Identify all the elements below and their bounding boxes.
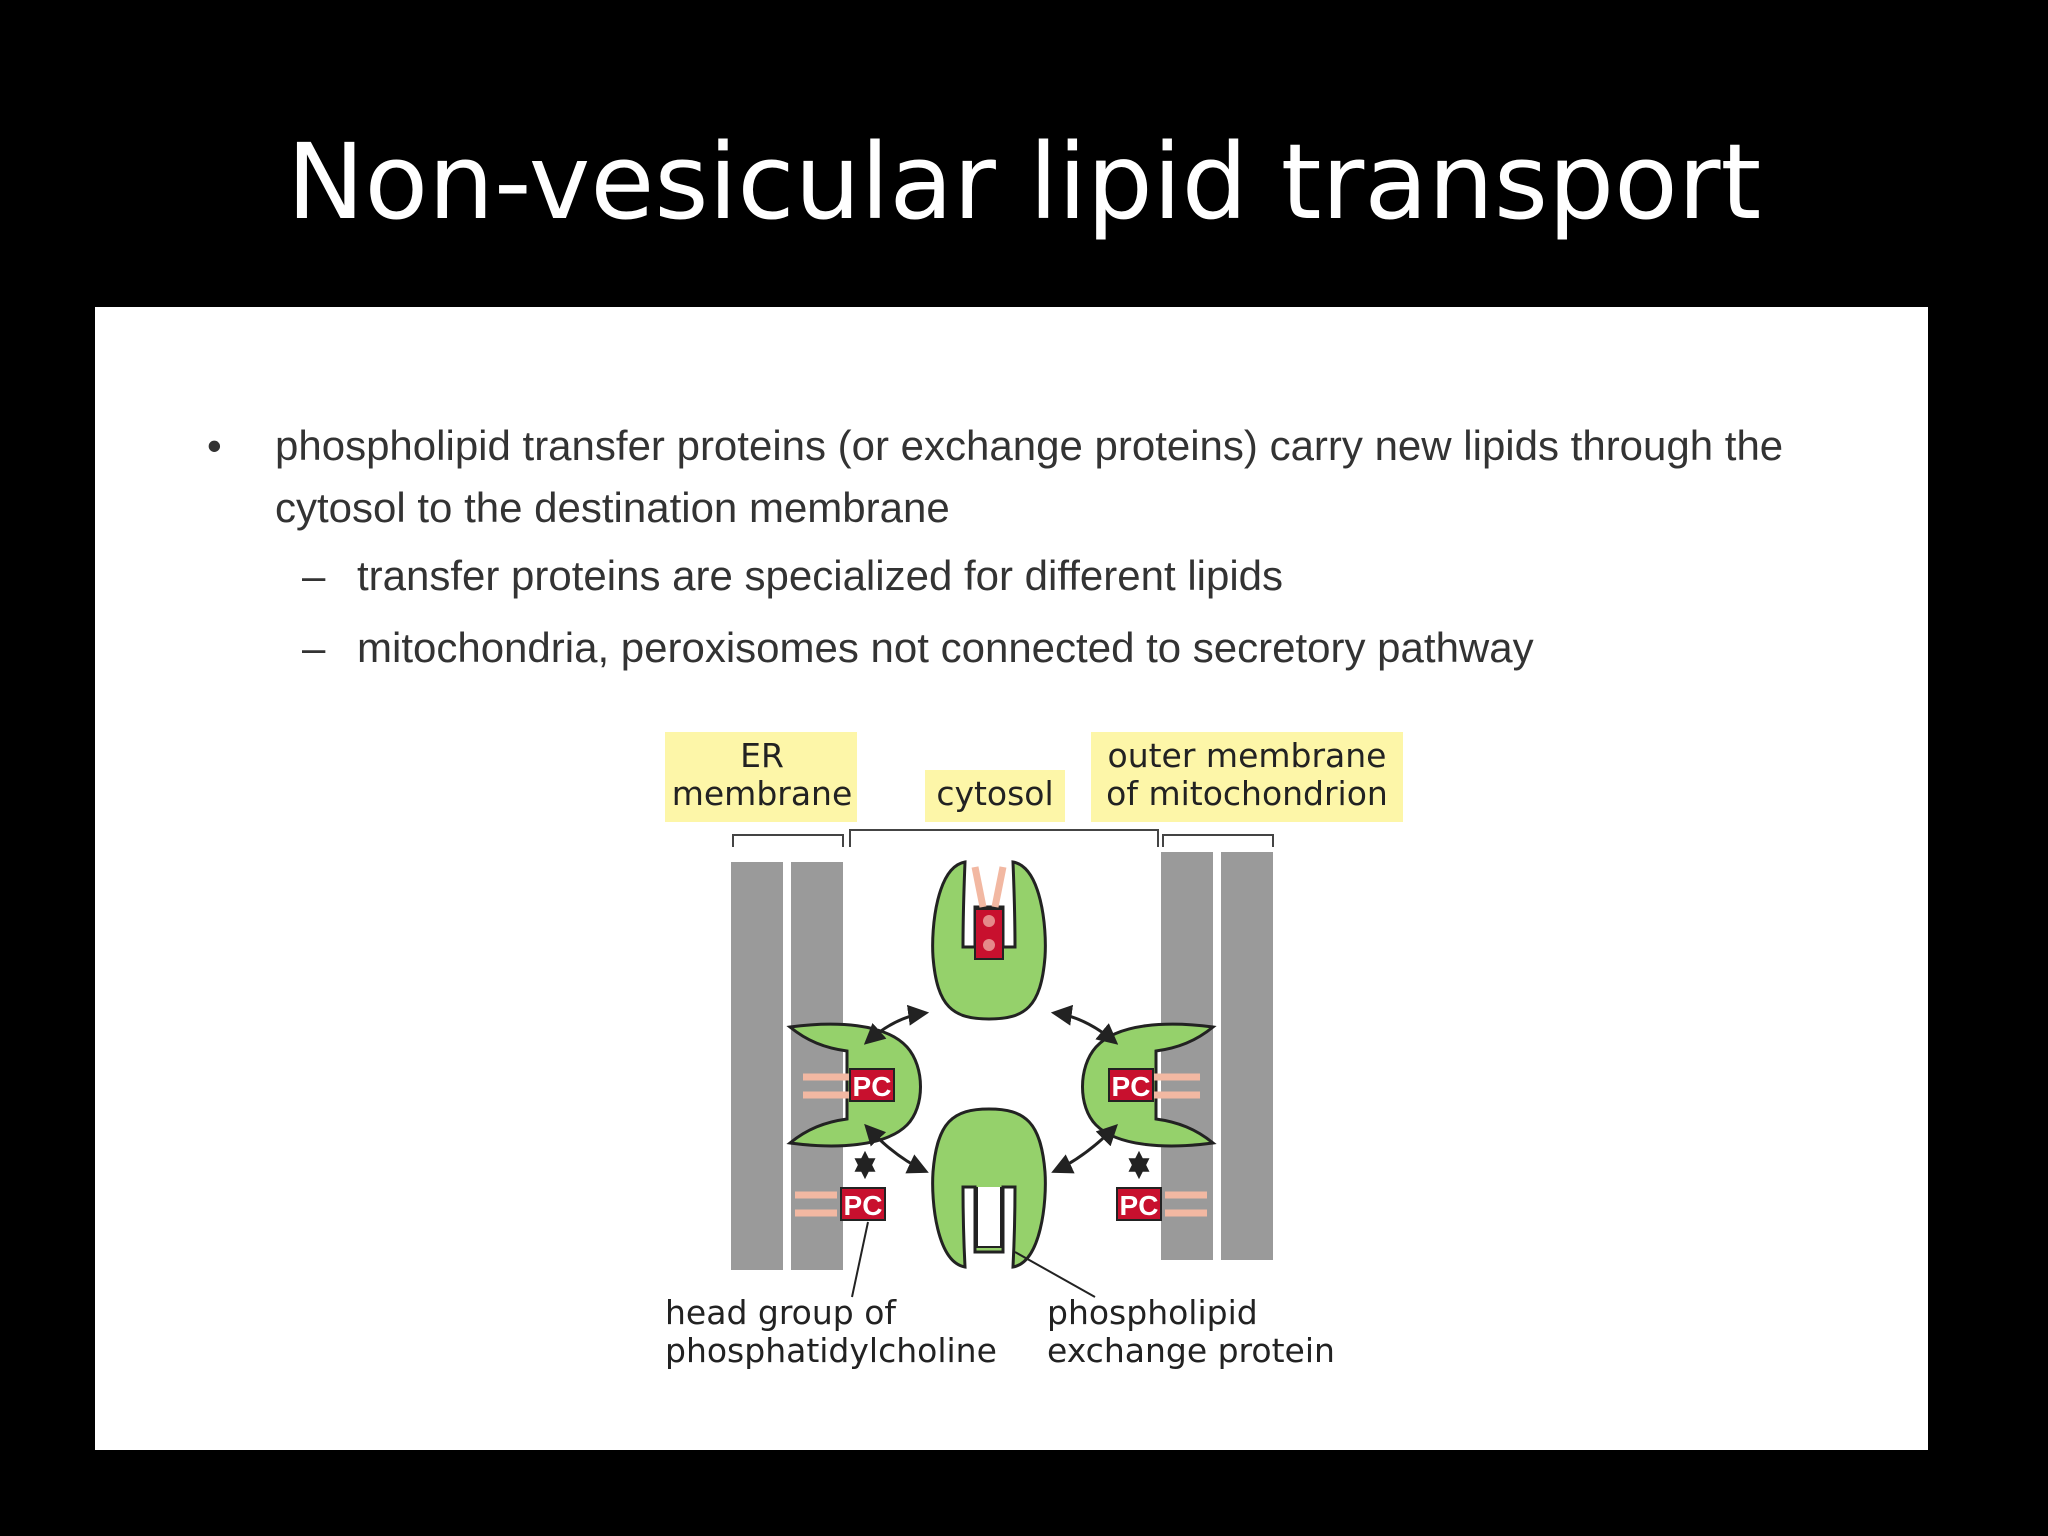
label-cytosol: cytosol bbox=[936, 774, 1053, 813]
label-exchange-protein-line1: phospholipid bbox=[1047, 1293, 1258, 1332]
sub-bullet-text: transfer proteins are specialized for di… bbox=[357, 552, 1284, 599]
sub-bullet-text: mitochondria, peroxisomes not connected … bbox=[357, 624, 1534, 671]
sub-bullet-marker: – bbox=[302, 624, 326, 671]
pc-headgroup-mito: PC bbox=[1116, 1187, 1207, 1221]
label-er-line2: membrane bbox=[672, 774, 853, 813]
label-exchange-protein-line2: exchange protein bbox=[1047, 1331, 1335, 1370]
exchange-protein-top bbox=[931, 860, 1047, 1021]
bracket-er bbox=[732, 834, 844, 847]
exchange-protein-left: PC bbox=[786, 1022, 922, 1148]
mito-membrane-leaflet-outer bbox=[1221, 852, 1273, 1260]
slide-title: Non-vesicular lipid transport bbox=[286, 121, 1762, 243]
leader-exchange-protein bbox=[1014, 1251, 1096, 1298]
arrow-bottom-left bbox=[864, 1123, 929, 1174]
content-panel: • phospholipid transfer proteins (or exc… bbox=[95, 307, 1928, 1450]
pc-label-right-protein: PC bbox=[1112, 1071, 1151, 1102]
sub-bullet-item: – mitochondria, peroxisomes not connecte… bbox=[302, 617, 1857, 679]
er-membrane-leaflet-inner bbox=[791, 862, 843, 1270]
label-head-group-line2: phosphatidylcholine bbox=[665, 1331, 997, 1370]
label-head-group-line1: head group of bbox=[665, 1293, 897, 1332]
arrow-top-left bbox=[863, 1004, 930, 1045]
label-bg-cytosol bbox=[925, 770, 1065, 822]
label-mito-line2: of mitochondrion bbox=[1106, 774, 1388, 813]
pc-label-er: PC bbox=[844, 1190, 883, 1221]
pc-headgroup-er: PC bbox=[795, 1187, 886, 1221]
pc-label-mito: PC bbox=[1120, 1190, 1159, 1221]
mito-membrane-leaflet-inner bbox=[1161, 852, 1213, 1260]
bullet-item: • phospholipid transfer proteins (or exc… bbox=[207, 415, 1825, 539]
bracket-cytosol bbox=[849, 829, 1159, 847]
lipid-transport-diagram: ER membrane cytosol outer membrane of mi… bbox=[665, 732, 1403, 1370]
leader-head-group bbox=[851, 1221, 869, 1298]
exchange-protein-bottom bbox=[931, 1107, 1047, 1269]
label-bg-mito bbox=[1091, 732, 1403, 822]
label-mito-line1: outer membrane bbox=[1108, 736, 1387, 775]
cycle-arrows bbox=[854, 1004, 1150, 1180]
label-bg-er bbox=[665, 732, 857, 822]
bracket-mito bbox=[1162, 834, 1274, 847]
sub-bullet-item: – transfer proteins are specialized for … bbox=[302, 545, 1857, 607]
sub-bullet-marker: – bbox=[302, 552, 326, 599]
arrow-top-right bbox=[1050, 1004, 1119, 1045]
arrow-bottom-right bbox=[1051, 1124, 1118, 1174]
exchange-protein-right: PC bbox=[1081, 1022, 1217, 1148]
er-membrane-leaflet-outer bbox=[731, 862, 783, 1270]
label-er-line1: ER bbox=[740, 736, 784, 775]
bullet-marker: • bbox=[207, 422, 222, 469]
bullet-text: phospholipid transfer proteins (or excha… bbox=[275, 422, 1784, 531]
pc-label-left-protein: PC bbox=[853, 1071, 892, 1102]
